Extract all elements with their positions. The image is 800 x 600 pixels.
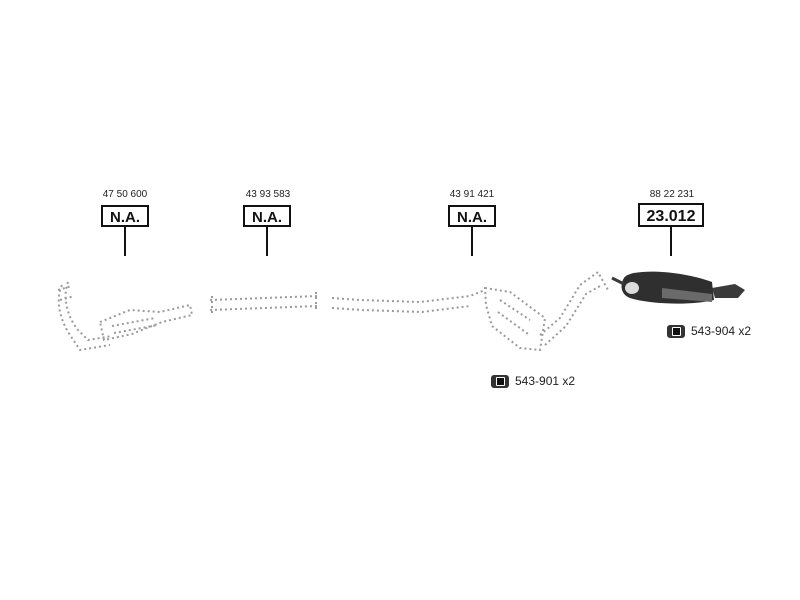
oem-number-label: 43 93 583	[245, 189, 291, 200]
rear-silencer-part[interactable]	[611, 271, 745, 304]
part-code-box[interactable]: N.A.	[101, 205, 149, 227]
accessory-item[interactable]: 543-901 x2	[491, 374, 575, 388]
intermediate-pipe-part[interactable]	[209, 292, 319, 314]
front-pipe-catalyst-part[interactable]	[57, 281, 194, 352]
leader-line	[471, 227, 473, 256]
part-code-box[interactable]: N.A.	[448, 205, 496, 227]
part-code-box[interactable]: 23.012	[638, 203, 704, 227]
oem-number-label: 88 22 231	[649, 189, 695, 200]
leader-line	[670, 227, 672, 256]
oem-number-label: 43 91 421	[449, 189, 495, 200]
rubber-hanger-icon	[491, 374, 509, 388]
accessory-label: 543-904 x2	[691, 324, 752, 338]
leader-line	[124, 227, 126, 256]
rubber-hanger-icon	[667, 324, 685, 338]
oem-number-label: 47 50 600	[102, 189, 148, 200]
centre-pipe-resonator-part[interactable]	[331, 270, 609, 352]
part-code-box[interactable]: N.A.	[243, 205, 291, 227]
accessory-label: 543-901 x2	[515, 374, 576, 388]
accessory-item[interactable]: 543-904 x2	[667, 324, 751, 338]
leader-line	[266, 227, 268, 256]
